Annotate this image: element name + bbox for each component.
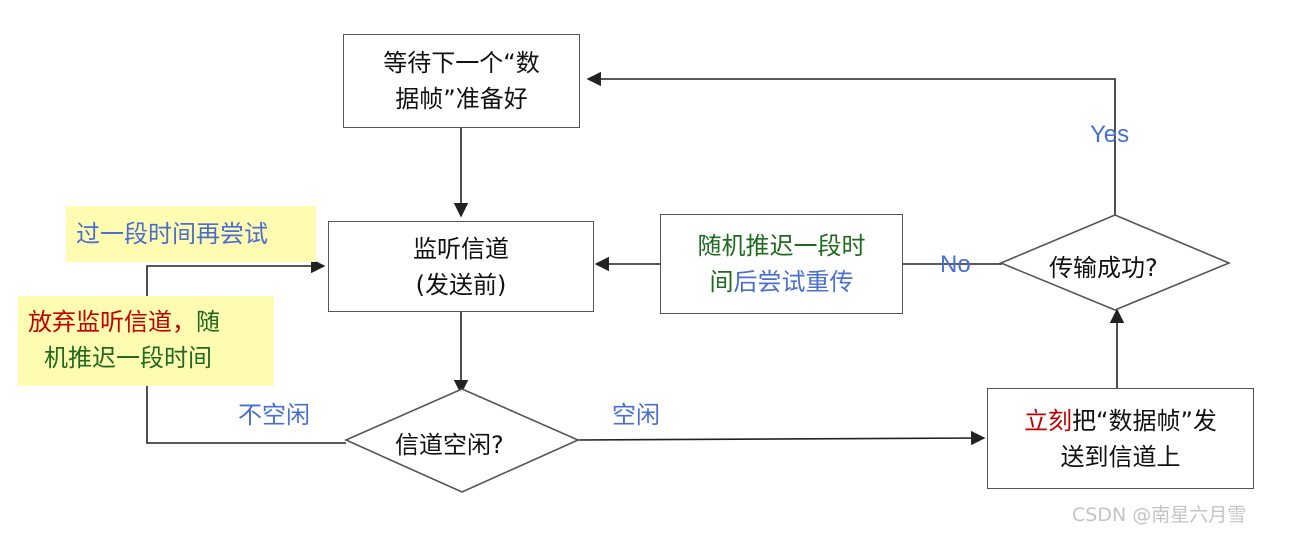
random-backoff-line1: 随机推迟一段时 [697,232,866,260]
wait-frame-box: 等待下一个“数 据帧”准备好 [343,34,580,128]
retry-later-note: 过一段时间再尝试 [66,206,316,262]
give-up-line1: 放弃监听信道，随 [28,304,274,340]
edge-success-yes-to-wait [586,71,1116,215]
no-label: No [940,251,971,278]
wait-frame-line1: 等待下一个“数 [383,49,540,77]
give-up-line1-red: 放弃监听信道， [28,308,196,336]
listen-channel-box: 监听信道 (发送前) [328,221,594,312]
yes-label: Yes [1090,121,1130,148]
random-backoff-line2-a: 间 [709,268,734,296]
random-backoff-box: 随机推迟一段时 间后尝试重传 [660,214,903,314]
random-backoff-line2: 间后尝试重传 [710,264,854,300]
send-now-line2: 送到信道上 [1060,442,1181,471]
success-check-diamond [998,214,1232,311]
watermark: CSDN @南星六月雪 [1072,504,1247,526]
send-now-rest: 把“数据帧”发 [1072,406,1217,435]
not-idle-label: 不空闲 [238,401,310,429]
listen-channel-line1: 监听信道 [413,234,509,263]
wait-frame-line2: 据帧”准备好 [395,85,528,113]
give-up-line2: 机推迟一段时间 [44,344,212,372]
success-check-label: 传输成功? [1049,254,1158,282]
send-now-line1: 立刻把“数据帧”发 [1024,403,1217,439]
edge-idle-to-send [577,430,986,446]
idle-check-label: 信道空闲? [395,431,504,459]
listen-channel-line2: (发送前) [415,270,507,299]
idle-check-diamond [344,388,580,493]
idle-label: 空闲 [612,401,660,429]
give-up-note: 放弃监听信道，随 机推迟一段时间 [18,296,274,386]
send-now-highlight: 立刻 [1024,406,1073,435]
random-backoff-line2-b: 后尝试重传 [733,268,854,296]
send-now-box: 立刻把“数据帧”发 送到信道上 [987,388,1254,489]
give-up-line1-green: 随 [196,308,220,336]
